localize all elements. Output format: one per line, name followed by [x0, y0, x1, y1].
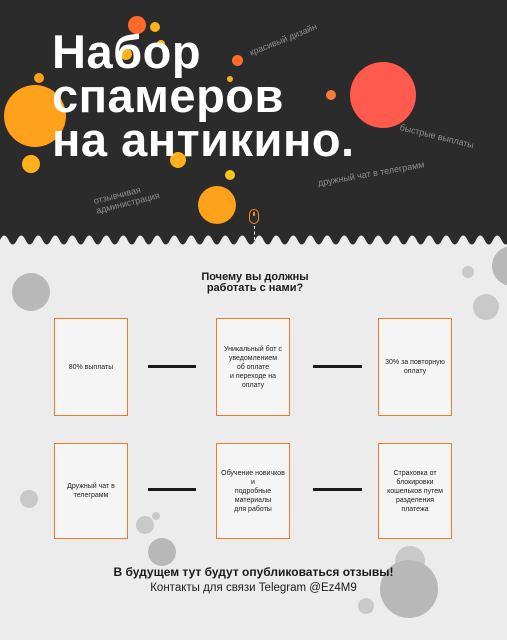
title-line: на антикино.	[52, 113, 355, 166]
heading-line: Почему вы должны	[201, 271, 309, 283]
benefit-card: Страховка от блокировки кошельков путем …	[378, 443, 452, 539]
heading-line: работать с нами?	[206, 282, 304, 294]
page-title: Набор спамеров на антикино.	[52, 25, 355, 166]
card-text: и переходе на оплату	[229, 372, 276, 389]
orange-circle	[4, 85, 66, 147]
orange-circle	[150, 22, 160, 32]
card-text: Дружный чат в	[67, 483, 115, 490]
grey-circle	[152, 512, 160, 520]
card-text: кошельков путем	[387, 487, 443, 495]
connector-line	[148, 488, 196, 491]
wave-divider	[0, 235, 507, 262]
orange-circle	[120, 48, 132, 60]
grey-circle	[358, 598, 374, 614]
grey-circle	[380, 560, 438, 618]
grey-circle	[148, 538, 176, 566]
mouse-icon	[249, 209, 259, 224]
orange-circle	[232, 55, 243, 66]
hero-section: Набор спамеров на антикино. красивый диз…	[0, 0, 507, 250]
tag-payouts: быстрые выплаты	[398, 122, 475, 151]
card-text: разделения платежа	[395, 496, 435, 513]
grey-circle	[462, 266, 474, 278]
card-text: телеграмм	[73, 492, 109, 499]
orange-circle	[198, 186, 236, 224]
scroll-indicator-line	[254, 226, 255, 240]
card-text: об оплате	[236, 363, 270, 371]
card-text: уведомлением	[228, 354, 278, 362]
grey-circle	[136, 516, 154, 534]
benefit-card: Обучение новичков и подробные материалы …	[216, 443, 290, 539]
card-text: оплату	[403, 368, 427, 375]
orange-circle	[34, 73, 44, 83]
tag-admin: отзывчивая администрация	[93, 181, 161, 216]
grey-circle	[473, 294, 499, 320]
card-text: 80% выплаты	[68, 363, 114, 371]
coral-circle	[350, 62, 416, 128]
title-line: Набор	[52, 25, 202, 78]
card-text: 30% за повторную	[385, 359, 445, 366]
card-text: для работы	[234, 505, 272, 513]
section-heading: Почему вы должны работать с нами?	[160, 272, 350, 294]
orange-circle	[157, 40, 165, 48]
grey-circle	[20, 490, 38, 508]
card-text: блокировки	[396, 478, 434, 486]
benefit-card: Уникальный бот с уведомлением об оплате …	[216, 318, 290, 416]
orange-circle	[170, 152, 186, 168]
benefit-card: 30% за повторную оплату	[378, 318, 452, 416]
connector-line	[313, 488, 362, 491]
card-text: Страховка от	[393, 469, 437, 477]
coral-circle	[326, 90, 336, 100]
contact-line: Контакты для связи Telegram @Ez4M9	[150, 582, 357, 594]
orange-circle	[128, 16, 146, 34]
connector-line	[313, 365, 362, 368]
card-text: Уникальный бот с	[224, 345, 282, 353]
benefit-card: Дружный чат в телеграмм	[54, 443, 128, 539]
title-line: спамеров	[52, 69, 284, 122]
orange-circle	[225, 170, 235, 180]
grey-circle	[492, 246, 507, 286]
orange-circle	[227, 76, 233, 82]
reviews-notice: В будущем тут будут опубликоваться отзыв…	[113, 565, 394, 579]
benefit-card: 80% выплаты	[54, 318, 128, 416]
card-text: Обучение новичков и	[221, 469, 285, 486]
connector-line	[148, 365, 196, 368]
card-text: подробные материалы	[234, 487, 272, 504]
grey-circle	[12, 273, 50, 311]
orange-circle	[22, 155, 40, 173]
